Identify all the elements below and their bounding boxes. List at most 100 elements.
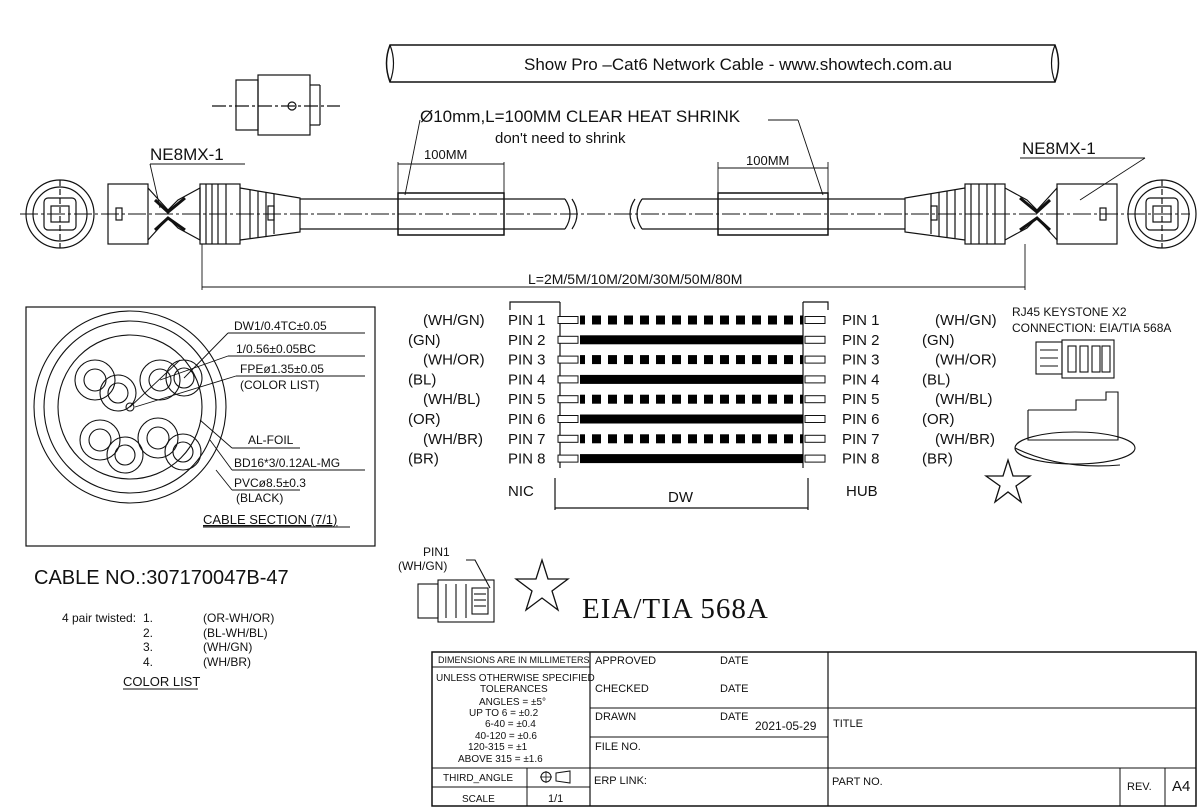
color-list-desc-4: (WH/BR) <box>203 655 251 669</box>
pin-label-right: PIN 2 <box>842 332 880 349</box>
checked-date-label: DATE <box>720 683 749 695</box>
file-no-label: FILE NO. <box>595 741 641 753</box>
wire-right-color: (BR) <box>922 451 953 468</box>
pin-socket-right <box>804 395 826 404</box>
connector-right-label: NE8MX-1 <box>1022 139 1096 158</box>
left-connector-icon <box>107 183 301 245</box>
shrink-length-right: 100MM <box>746 153 789 168</box>
pin-socket-left <box>557 355 579 364</box>
projection-label: THIRD_ANGLE <box>443 773 513 784</box>
tol-line-2: TOLERANCES <box>480 684 548 695</box>
wire-left-color: (WH/GN) <box>423 312 485 329</box>
plug-detail-icon <box>212 74 340 136</box>
tol-line-8: ABOVE 315 = ±1.6 <box>458 754 543 765</box>
connector-left-label: NE8MX-1 <box>150 145 224 164</box>
section-label-foil: AL-FOIL <box>248 433 294 447</box>
pin-socket-left <box>557 395 579 404</box>
nic-label: NIC <box>508 483 534 500</box>
cable-number: CABLE NO.:307170047B-47 <box>34 567 289 589</box>
section-label-jacket: PVCø8.5±0.3 <box>234 476 306 490</box>
color-list-desc-3: (WH/GN) <box>203 640 252 654</box>
rj45-keystone-icon <box>1035 339 1115 379</box>
wire-right-color: (WH/BR) <box>935 431 995 448</box>
wire-right-color: (WH/GN) <box>935 312 997 329</box>
wire-right-color: (WH/BL) <box>935 391 993 408</box>
left-end-view-icon <box>25 179 95 249</box>
section-label-bc: 1/0.56±0.05BC <box>236 342 316 356</box>
hub-label: HUB <box>846 483 878 500</box>
pin-socket-left <box>557 375 579 384</box>
tol-line-5: 6-40 = ±0.4 <box>485 719 536 730</box>
pin-socket-right <box>804 415 826 423</box>
pin1-label: PIN1 <box>423 545 450 559</box>
tol-line-4: UP TO 6 = ±0.2 <box>469 708 539 719</box>
wire-pin-7 <box>580 434 803 444</box>
pin-label-left: PIN 2 <box>508 332 546 349</box>
heat-shrink-label: Ø10mm,L=100MM CLEAR HEAT SHRINK <box>420 107 741 126</box>
section-label-jacket-color: (BLACK) <box>236 491 283 505</box>
pin-socket-left <box>557 335 579 344</box>
drawn-date-label: DATE <box>720 711 749 723</box>
rj45-line2: CONNECTION: EIA/TIA 568A <box>1012 321 1171 335</box>
right-connector-icon <box>904 183 1118 245</box>
pin-label-right: PIN 6 <box>842 411 880 428</box>
pin-socket-right <box>804 316 826 324</box>
wire-left-color: (WH/OR) <box>423 352 485 369</box>
wiring-diagram: (WH/GN) PIN 1 PIN 1 (WH/GN) (GN) PIN 2 PIN 2 (G… <box>408 301 997 510</box>
color-list: 4 pair twisted: 1. (OR-WH/OR) 2. (BL-WH/… <box>62 611 274 690</box>
color-list-desc-1: (OR-WH/OR) <box>203 611 274 625</box>
star-icon <box>514 557 570 612</box>
tol-line-3: ANGLES = ±5° <box>479 697 546 708</box>
pin-label-right: PIN 3 <box>842 352 880 369</box>
color-list-num-4: 4. <box>143 655 153 669</box>
pin-label-left: PIN 7 <box>508 431 546 448</box>
scale-value: 1/1 <box>548 793 563 805</box>
shrink-length-left: 100MM <box>424 147 467 162</box>
wire-left-color: (BR) <box>408 451 439 468</box>
pin-socket-left <box>557 415 579 423</box>
rj45-plug-icon <box>417 559 495 623</box>
pin-label-left: PIN 6 <box>508 411 546 428</box>
rj45-line1: RJ45 KEYSTONE X2 <box>1012 305 1127 319</box>
wire-left-color: (WH/BL) <box>423 391 481 408</box>
wire-pin-8 <box>580 454 803 464</box>
rj45-side-icon <box>1014 391 1136 467</box>
pin-label-left: PIN 5 <box>508 391 546 408</box>
color-list-caption: COLOR LIST <box>123 674 200 689</box>
part-no-label: PART NO. <box>832 776 883 788</box>
wire-pin-2 <box>580 335 803 345</box>
pin-socket-right <box>804 335 826 344</box>
cable-section-panel: DW1/0.4TC±0.05 1/0.56±0.05BC FPEø1.35±0.… <box>25 306 376 547</box>
pin-label-right: PIN 1 <box>842 312 880 329</box>
erp-link-label: ERP LINK: <box>594 775 647 787</box>
tol-line-7: 120-315 = ±1 <box>468 742 528 753</box>
section-label-insulation: FPEø1.35±0.05 <box>240 362 324 376</box>
scale-label: SCALE <box>462 794 495 805</box>
wire-right-color: (WH/OR) <box>935 352 997 369</box>
title-label: TITLE <box>833 718 863 730</box>
color-list-desc-2: (BL-WH/BL) <box>203 626 268 640</box>
wire-pin-4 <box>580 374 803 384</box>
wire-left-color: (GN) <box>408 332 441 349</box>
drawn-label: DRAWN <box>595 711 636 723</box>
wire-right-color: (OR) <box>922 411 955 428</box>
pin-label-right: PIN 7 <box>842 431 880 448</box>
rev-label: REV. <box>1127 781 1152 793</box>
pin-label-left: PIN 1 <box>508 312 546 329</box>
wire-left-color: (BL) <box>408 371 436 388</box>
sheet-size: A4 <box>1172 778 1190 795</box>
standard-label: EIA/TIA 568A <box>582 593 769 625</box>
pin-socket-right <box>804 454 826 463</box>
section-leaders <box>134 332 365 491</box>
pin-label-right: PIN 8 <box>842 451 880 468</box>
star-icon <box>983 457 1033 504</box>
pin-socket-right <box>804 355 826 364</box>
wire-right-color: (GN) <box>922 332 955 349</box>
section-label-color-list: (COLOR LIST) <box>240 378 319 392</box>
wiring-frame <box>509 301 829 510</box>
pin1-color: (WH/GN) <box>398 559 447 573</box>
color-list-num-1: 1. <box>143 611 153 625</box>
pin-socket-left <box>557 454 579 463</box>
wire-pin-1 <box>580 315 803 325</box>
